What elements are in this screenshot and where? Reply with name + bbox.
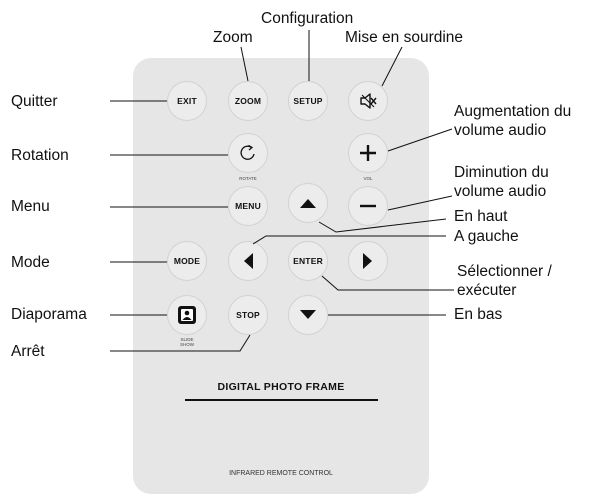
arrow-left-icon [244,253,253,269]
arrow-up-icon [300,199,316,208]
arrow-down-icon [300,310,316,319]
callout-select: Sélectionner / exécuter [457,263,552,299]
rotate-icon [240,144,255,160]
callout-mode: Mode [11,254,50,271]
leader-stop [110,334,251,352]
enter-button[interactable]: ENTER [288,241,328,281]
remote-title: DIGITAL PHOTO FRAME [217,381,345,393]
exit-button[interactable]: EXIT [167,81,207,121]
down-button[interactable] [288,295,328,335]
callout-volume-up: Augmentation du volume audio [454,103,572,139]
callout-up: En haut [454,208,508,225]
slideshow-sublabel-1: SLIDE [180,337,194,342]
leader-up [318,218,447,233]
callout-menu: Menu [11,198,50,215]
callout-rotation: Rotation [11,147,69,164]
volume-up-button[interactable] [348,133,388,173]
callout-quit: Quitter [11,93,58,110]
leader-volume-up [387,128,453,152]
mute-icon [360,93,377,109]
left-button[interactable] [228,241,268,281]
up-button[interactable] [288,183,328,223]
mute-button[interactable] [348,81,388,121]
callout-mute: Mise en sourdine [345,29,464,46]
callout-stop: Arrêt [11,343,45,360]
setup-button[interactable]: SETUP [288,81,328,121]
remote-title-underline [185,399,378,401]
callout-slideshow: Diaporama [11,306,87,323]
slideshow-sublabel-2: SHOW [180,342,194,347]
stop-button[interactable]: STOP [228,295,268,335]
callout-left: A gauche [454,228,519,245]
zoom-button[interactable]: ZOOM [228,81,268,121]
arrow-right-icon [363,253,372,269]
callout-down: En bas [454,306,503,323]
slideshow-icon [178,306,196,324]
rotate-button[interactable] [228,133,268,173]
leader-select [321,275,454,291]
minus-icon [360,204,376,208]
mode-button[interactable]: MODE [167,241,207,281]
leader-volume-down [387,195,453,211]
plus-icon [360,145,376,161]
volume-down-button[interactable] [348,186,388,226]
callout-configuration: Configuration [261,10,354,27]
remote-footer: INFRARED REMOTE CONTROL [229,470,333,477]
vol-sublabel: VOL [363,176,373,181]
leader-zoom [240,46,249,82]
menu-button[interactable]: MENU [228,186,268,226]
leader-mute [381,46,403,87]
rotate-sublabel: ROTATE [239,176,257,181]
slideshow-button[interactable] [167,295,207,335]
right-button[interactable] [348,241,388,281]
callout-volume-down: Diminution du volume audio [454,164,549,200]
callout-zoom: Zoom [213,29,253,46]
leader-left [252,235,446,245]
